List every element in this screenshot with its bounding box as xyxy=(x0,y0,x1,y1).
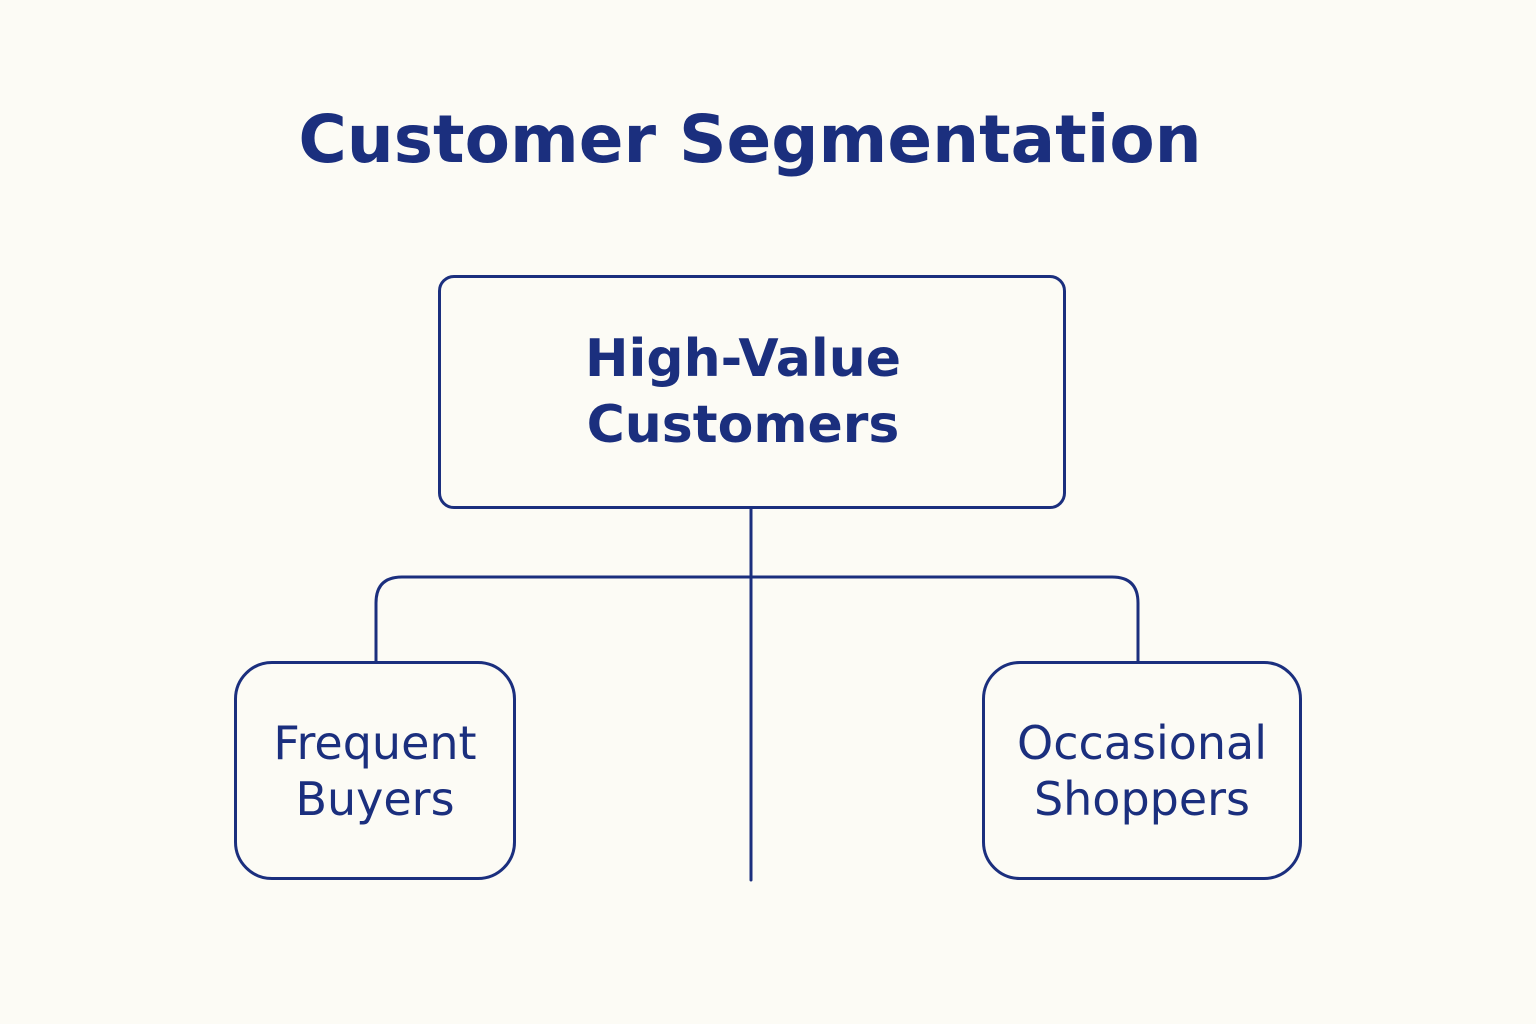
root-node-label-line1: High-Value xyxy=(585,329,901,389)
root-node-high-value-customers: High-Value Customers xyxy=(438,275,1066,509)
branch-line xyxy=(374,575,1140,661)
diagram-title: Customer Segmentation xyxy=(298,101,1202,178)
child-node-label-line2: Buyers xyxy=(295,771,455,826)
child-node-label-line1: Frequent xyxy=(273,715,477,770)
child-node-label-line1: Occasional xyxy=(1017,715,1267,770)
child-node-frequent-buyers: Frequent Buyers xyxy=(234,661,516,880)
child-node-label-line2: Shoppers xyxy=(1033,771,1251,826)
child-node-occasional-shoppers: Occasional Shoppers xyxy=(982,661,1302,880)
root-node-label-line2: Customers xyxy=(586,395,900,455)
